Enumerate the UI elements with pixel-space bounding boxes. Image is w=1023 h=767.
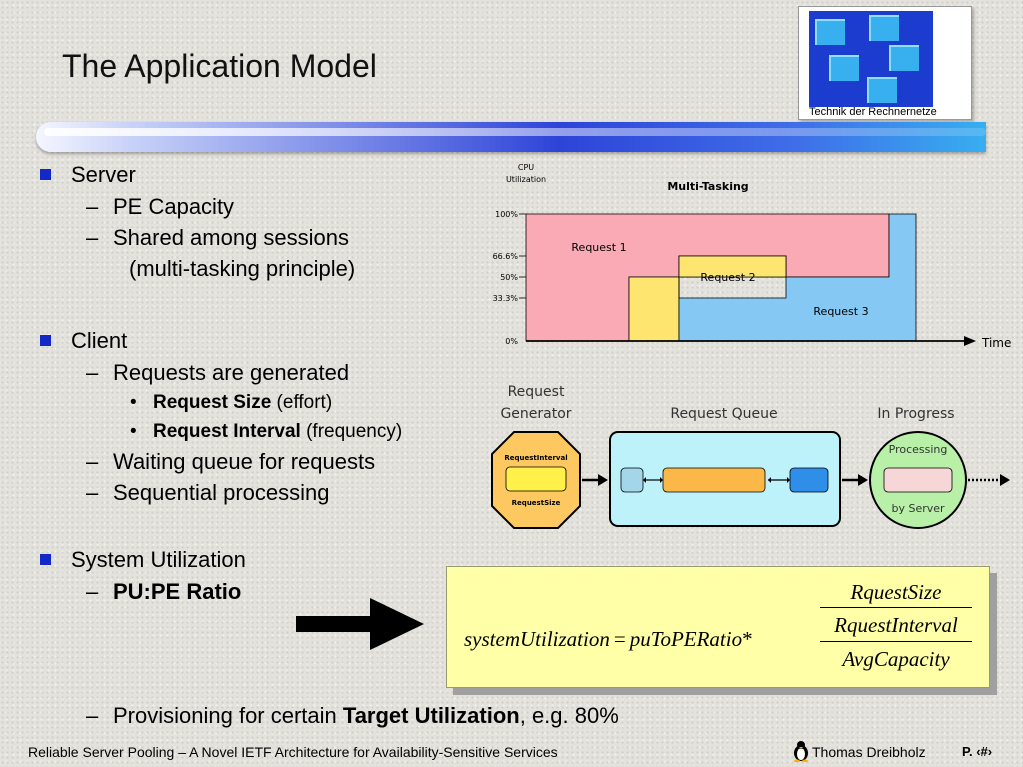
by-server-label: by Server — [891, 502, 945, 515]
footer-page-number: P. ‹#› — [962, 744, 993, 759]
chart-ylabel-2: Utilization — [506, 175, 546, 184]
chart-ylabel-1: CPU — [518, 163, 534, 172]
multitasking-chart: CPU Utilization Multi-Tasking Request 1 … — [493, 163, 1012, 350]
eq-fraction-line-outer — [820, 607, 972, 608]
tick-50: 50% — [500, 273, 518, 282]
chart-xlabel: Time — [981, 336, 1011, 350]
dot: • — [130, 392, 137, 413]
dash: – — [86, 579, 99, 604]
footer-presentation-title: Reliable Server Pooling – A Novel IETF A… — [28, 744, 558, 760]
bullet-square-icon — [40, 335, 51, 346]
server-item-shared: Shared among sessions — [113, 225, 350, 250]
ri-label: RequestInterval — [504, 454, 567, 462]
tick-0: 0% — [505, 337, 518, 346]
equation-box — [446, 566, 990, 688]
client-item-request-interval: Request Interval (frequency) — [153, 421, 403, 442]
bullet-server: Server — [71, 162, 136, 187]
eq-fraction-line-inner — [820, 641, 972, 642]
tick-66: 66.6% — [493, 252, 519, 261]
generator-label-1: Request — [508, 384, 565, 400]
label-request-1: Request 1 — [571, 241, 626, 254]
penguin-icon — [794, 741, 808, 762]
generator-label-2: Generator — [500, 406, 571, 422]
tick-100: 100% — [495, 210, 518, 219]
bullet-square-icon — [40, 169, 51, 180]
dash: – — [86, 703, 99, 728]
eq-den-numerator: RquestInterval — [834, 613, 958, 637]
dash: – — [86, 360, 99, 385]
bullet-client: Client — [71, 328, 128, 353]
in-progress-label: In Progress — [877, 406, 954, 422]
bullet-system-utilization: System Utilization — [71, 547, 246, 572]
eq-den-denominator: AvgCapacity — [842, 647, 950, 671]
logo-graphic — [809, 11, 933, 107]
server-item-multitasking: (multi-tasking principle) — [129, 256, 356, 281]
logo: Technik der Rechnernetze — [798, 6, 972, 120]
queue-label: Request Queue — [670, 406, 777, 422]
request-queue-diagram: Request Generator Request Queue In Progr… — [491, 384, 1010, 529]
processing-label: Processing — [889, 443, 948, 456]
dash: – — [86, 194, 99, 219]
client-item-waiting: Waiting queue for requests — [113, 449, 376, 474]
title-bar-decoration — [36, 122, 986, 152]
label-request-2: Request 2 — [700, 271, 755, 284]
big-arrow-icon — [296, 598, 424, 650]
slide-title: The Application Model — [62, 48, 377, 84]
eq-numerator: RquestSize — [850, 580, 942, 604]
tick-33: 33.3% — [493, 294, 519, 303]
rs-label: RequestSize — [512, 499, 561, 507]
client-item-request-size: Request Size (effort) — [153, 392, 333, 413]
bullet-square-icon — [40, 554, 51, 565]
eq-lhs: systemUtilization=puToPERatio* — [464, 627, 753, 651]
system-item-ratio: PU:PE Ratio — [113, 579, 242, 604]
dash: – — [86, 449, 99, 474]
client-item-sequential: Sequential processing — [113, 480, 330, 505]
dash: – — [86, 480, 99, 505]
client-item-requests: Requests are generated — [113, 360, 350, 385]
footer-author: Thomas Dreibholz — [812, 744, 926, 760]
dash: – — [86, 225, 99, 250]
chart-title: Multi-Tasking — [667, 180, 748, 193]
system-item-provisioning: Provisioning for certain Target Utilizat… — [113, 703, 619, 728]
dot: • — [130, 421, 137, 442]
logo-text: Technik der Rechnernetze — [809, 106, 937, 118]
server-item-capacity: PE Capacity — [113, 194, 235, 219]
label-request-3: Request 3 — [813, 305, 868, 318]
